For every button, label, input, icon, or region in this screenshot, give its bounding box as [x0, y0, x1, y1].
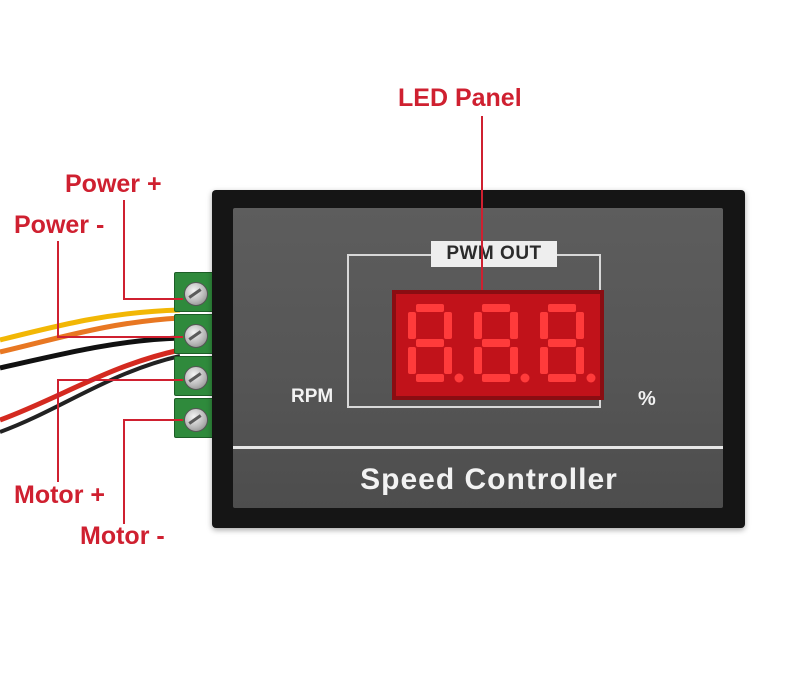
leader-motor-plus-h	[57, 379, 183, 381]
wire-red	[0, 347, 181, 423]
led-segment	[444, 347, 452, 374]
rpm-label: RPM	[291, 386, 334, 407]
screw-icon	[184, 324, 208, 348]
callout-motor-plus: Motor +	[14, 481, 105, 509]
led-decimal-point	[454, 373, 464, 383]
controller-housing: PWM OUT RPM % Speed Controller	[212, 190, 745, 528]
led-decimal-point	[520, 373, 530, 383]
led-segment	[416, 304, 444, 312]
screw-icon	[184, 282, 208, 306]
callout-motor-minus: Motor -	[80, 522, 165, 550]
leader-motor-minus-h	[123, 419, 183, 421]
leader-led-panel	[481, 116, 483, 290]
terminal-motor-plus	[174, 356, 214, 396]
led-digits	[408, 304, 596, 383]
led-segment	[474, 347, 482, 374]
terminal-block	[174, 272, 214, 440]
led-segment	[444, 312, 452, 339]
led-segment	[408, 347, 416, 374]
led-segment	[540, 312, 548, 339]
leader-motor-minus-v	[123, 420, 125, 524]
leader-power-plus-v	[123, 200, 125, 300]
device-title: Speed Controller	[360, 463, 618, 496]
led-decimal-point	[586, 373, 596, 383]
terminal-motor-minus	[174, 398, 214, 438]
led-segment	[540, 347, 548, 374]
callout-led-panel: LED Panel	[398, 84, 522, 112]
led-segment	[548, 374, 576, 382]
led-segment	[408, 312, 416, 339]
wire-yellow	[0, 307, 181, 343]
led-segment	[416, 374, 444, 382]
wire-orange	[0, 315, 181, 355]
terminal-power-plus	[174, 272, 214, 312]
wire-black-2	[0, 354, 181, 434]
led-segment	[482, 304, 510, 312]
led-segment	[548, 339, 576, 347]
led-segment	[482, 374, 510, 382]
callout-power-plus: Power +	[65, 170, 162, 198]
led-segment	[548, 304, 576, 312]
faceplate: PWM OUT RPM % Speed Controller	[233, 208, 723, 508]
led-segment	[510, 347, 518, 374]
pwm-out-label: PWM OUT	[431, 241, 557, 267]
leader-power-plus-h	[123, 298, 183, 300]
leader-motor-plus-v	[57, 380, 59, 482]
led-display	[392, 290, 604, 400]
led-segment	[474, 312, 482, 339]
wire-black	[0, 335, 181, 371]
led-segment	[482, 339, 510, 347]
led-segment	[576, 347, 584, 374]
terminal-power-minus	[174, 314, 214, 354]
led-segment	[510, 312, 518, 339]
screw-icon	[184, 408, 208, 432]
led-segment	[416, 339, 444, 347]
faceplate-divider	[233, 446, 723, 449]
led-segment	[576, 312, 584, 339]
callout-power-minus: Power -	[14, 211, 105, 239]
percent-label: %	[638, 388, 656, 410]
leader-power-minus-h	[57, 336, 183, 338]
leader-power-minus-v	[57, 241, 59, 337]
screw-icon	[184, 366, 208, 390]
